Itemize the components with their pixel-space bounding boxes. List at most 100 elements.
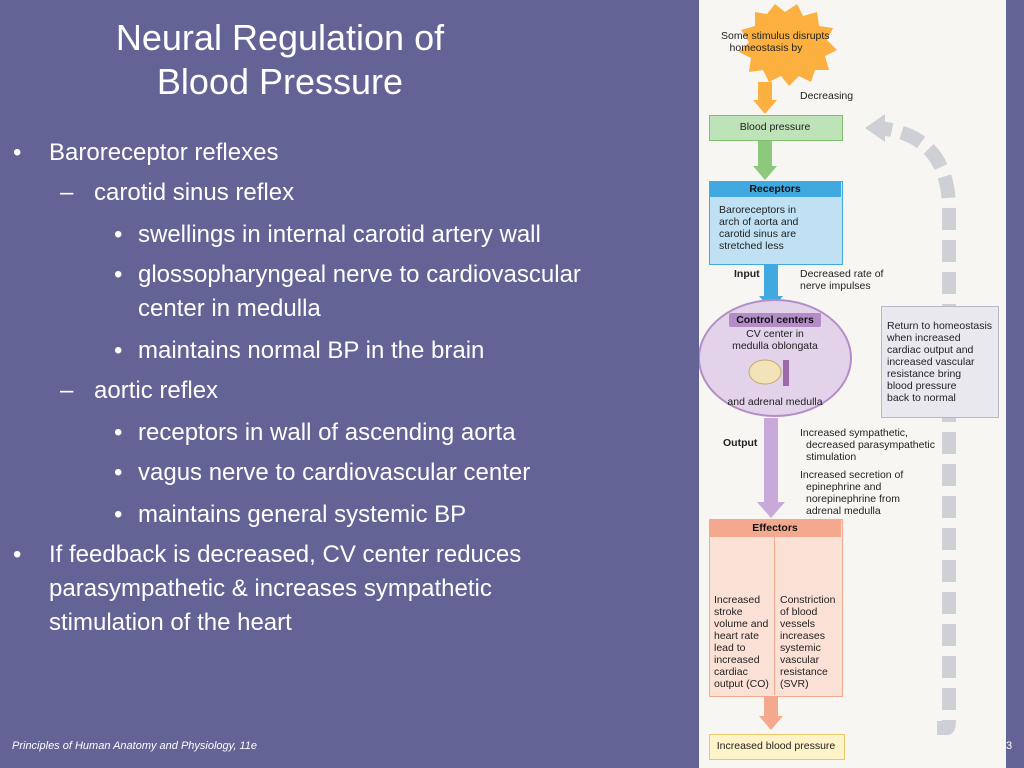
bullet-text: carotid sinus reflex <box>94 179 295 206</box>
decreasing-label: Decreasing <box>800 90 854 102</box>
bullet-marker: • <box>13 541 22 568</box>
control-header: Control centers <box>736 314 814 326</box>
stimulus-burst <box>739 4 837 86</box>
output-line: Increased secretion of <box>800 469 904 481</box>
bullet-marker: – <box>60 377 74 404</box>
title-line-1: Neural Regulation of <box>115 17 445 58</box>
output-line: stimulation <box>806 451 857 463</box>
control-line: medulla oblongata <box>732 340 818 352</box>
bullet-marker: • <box>114 459 123 486</box>
output-label: Output <box>723 437 758 449</box>
bullet-text: parasympathetic & increases sympathetic <box>49 575 492 602</box>
effector-left-line: stroke <box>714 606 743 618</box>
bullet-text: swellings in internal carotid artery wal… <box>138 221 541 248</box>
bullet-text: maintains general systemic BP <box>138 501 467 528</box>
input-label: Input <box>734 268 760 280</box>
output-line: decreased parasympathetic <box>806 439 935 451</box>
bullet-text: vagus nerve to cardiovascular center <box>138 459 531 486</box>
slide-title: Neural Regulation of Blood Pressure <box>60 16 500 104</box>
effector-right-line: (SVR) <box>780 678 809 690</box>
receptors-line: Baroreceptors in <box>719 204 797 216</box>
bullet-text: center in medulla <box>138 295 321 322</box>
bullet-text: Baroreceptor reflexes <box>49 139 279 166</box>
effectors-header: Effectors <box>752 522 798 534</box>
effector-left-line: Increased <box>714 594 761 606</box>
effector-right-line: vessels <box>780 618 816 630</box>
receptors-text: Baroreceptors in arch of aorta and carot… <box>719 204 798 252</box>
effector-right-line: increases <box>780 630 825 642</box>
bullet-marker: • <box>114 419 123 446</box>
receptors-line: carotid sinus are <box>719 228 797 240</box>
bullet-marker: • <box>114 501 123 528</box>
bullet-marker: • <box>114 261 123 288</box>
effector-left-line: increased <box>714 654 760 666</box>
effectors-box <box>709 519 843 697</box>
feedback-loop-figure: Some stimulus disrupts homeostasis by De… <box>699 0 1006 768</box>
effector-left-text: Increased stroke volume and heart rate l… <box>714 594 769 690</box>
return-loop-arrow <box>865 114 956 735</box>
effector-left-line: heart rate <box>714 630 759 642</box>
effector-right-text: Constriction of blood vessels increases … <box>780 594 835 690</box>
bullet-text: maintains normal BP in the brain <box>138 337 485 364</box>
return-line: back to normal <box>887 392 956 404</box>
input-line: nerve impulses <box>800 280 871 292</box>
effector-left-line: output (CO) <box>714 678 769 690</box>
bullet-l3: • glossopharyngeal nerve to cardiovascula… <box>114 258 581 292</box>
return-line: Return to homeostasis <box>887 320 993 332</box>
effector-right-line: Constriction <box>780 594 836 606</box>
effector-right-line: of blood <box>780 606 818 618</box>
receptors-header-bar <box>709 181 841 197</box>
result-box <box>709 734 845 760</box>
effectors-divider <box>774 537 775 695</box>
receptors-header: Receptors <box>749 183 801 195</box>
bullet-text: stimulation of the heart <box>49 609 292 636</box>
effector-right-line: systemic <box>780 642 821 654</box>
bullet-text: glossopharyngeal nerve to cardiovascular <box>138 261 581 288</box>
return-line: blood pressure <box>887 380 957 392</box>
return-line: cardiac output and <box>887 344 974 356</box>
control-center-oval <box>699 299 852 417</box>
control-line: CV center in <box>746 328 804 340</box>
input-line: Decreased rate of <box>800 268 884 280</box>
bullet-text: receptors in wall of ascending aorta <box>138 419 516 446</box>
control-header-bar <box>729 313 821 327</box>
bullet-l3: • swellings in internal carotid artery wa… <box>114 218 541 252</box>
controlled-condition-box <box>709 115 843 141</box>
bullet-text: aortic reflex <box>94 377 219 404</box>
bullet-text: If feedback is decreased, CV center redu… <box>49 541 522 568</box>
effector-left-line: lead to <box>714 642 746 654</box>
input-text: Decreased rate of nerve impulses <box>800 268 883 292</box>
bullet-marker: • <box>13 139 22 166</box>
receptors-line: stretched less <box>719 240 784 252</box>
bullet-l3: • receptors in wall of ascending aorta <box>114 416 516 450</box>
bullet-marker: – <box>60 179 74 206</box>
brain-illustration <box>748 359 789 386</box>
result-label: Increased blood pressure <box>716 740 836 752</box>
effector-left-line: cardiac <box>714 666 748 678</box>
control-text-2: and adrenal medulla <box>727 396 823 408</box>
output-text: Increased sympathetic, decreased parasym… <box>800 427 935 517</box>
output-line: adrenal medulla <box>806 505 881 517</box>
bullet-marker: • <box>114 221 123 248</box>
return-line: resistance bring <box>887 368 962 380</box>
bullet-l1-continued: stimulation of the heart <box>49 606 292 640</box>
title-line-2: Blood Pressure <box>156 61 404 102</box>
bullet-l1: • If feedback is decreased, CV center red… <box>13 538 522 572</box>
return-box <box>881 306 999 418</box>
bullet-marker: • <box>114 337 123 364</box>
stimulus-line: homeostasis by <box>729 42 803 54</box>
output-line: epinephrine and <box>806 481 882 493</box>
stimulus-line: Some stimulus disrupts <box>721 30 830 42</box>
bullet-l3: • maintains general systemic BP <box>114 498 467 532</box>
stimulus-text: Some stimulus disrupts homeostasis by <box>721 30 830 54</box>
bullet-l2: –aortic reflex <box>60 374 219 408</box>
return-line: increased vascular <box>887 356 975 368</box>
footer-citation: Principles of Human Anatomy and Physiolo… <box>12 740 257 752</box>
bullet-l2: –carotid sinus reflex <box>60 176 295 210</box>
return-line: when increased <box>887 332 961 344</box>
effector-right-line: resistance <box>780 666 828 678</box>
return-text: Return to homeostasis when increased car… <box>887 320 992 404</box>
output-line: Increased sympathetic, <box>800 427 908 439</box>
bullet-l1: • Baroreceptor reflexes <box>13 136 279 170</box>
controlled-condition-label: Blood pressure <box>739 121 811 133</box>
